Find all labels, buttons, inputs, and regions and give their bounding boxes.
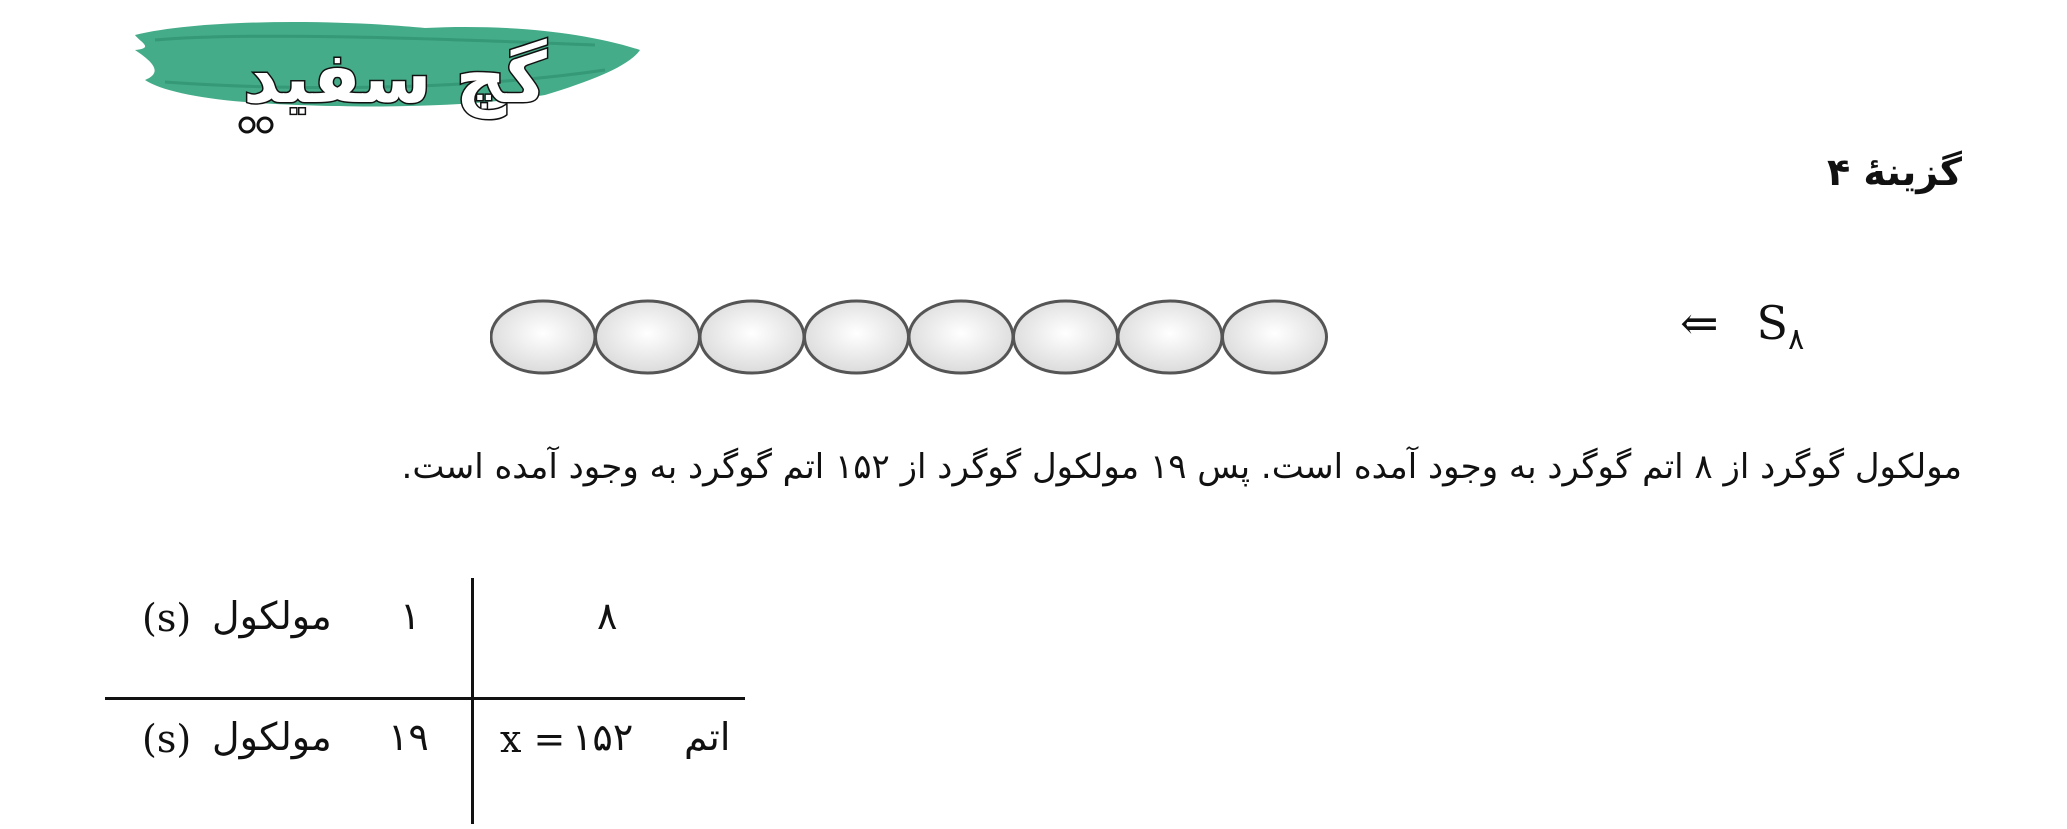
formula-symbol: S [1756,296,1789,350]
sulfur-atom [1221,299,1328,375]
table-horizontal-rule [105,697,745,700]
row2-unit-symbol: (s) [142,717,192,761]
sulfur-atom [594,299,701,375]
row2-x-label: x = [500,717,566,761]
logo-text: گچ سفید [243,37,547,119]
row1-count: ۱ [400,594,421,638]
row1-unit-word: مولکول [212,594,332,638]
explanation-text: مولکول گوگرد از ۸ اتم گوگرد به وجود آمده… [401,447,1962,487]
brand-logo: گچ سفید [135,22,640,134]
sulfur-atom [803,299,910,375]
formula-label: ⇐ S۸ [1680,296,1804,357]
sulfur-atom [698,299,806,375]
row2-atoms: ۱۵۲ [572,715,634,759]
sulfur-atom [907,299,1015,375]
implies-arrow: ⇐ [1680,296,1719,350]
sulfur-atom [490,299,597,375]
row2-unit-word: مولکول [212,715,332,759]
row2-count: ۱۹ [388,715,429,759]
row1-unit-symbol: (s) [142,596,192,640]
row1-atoms: ۸ [597,594,618,638]
sulfur-atom [1116,299,1224,375]
formula-subscript: ۸ [1788,322,1805,357]
sulfur-molecule-diagram [490,299,1328,375]
logo-dot [256,116,274,134]
answer-heading: گزینهٔ ۴ [1827,150,1962,194]
table-vertical-rule [471,578,474,824]
sulfur-atom [1012,299,1119,375]
row2-atoms-word: اتم [684,715,731,759]
logo-dot [238,116,256,134]
